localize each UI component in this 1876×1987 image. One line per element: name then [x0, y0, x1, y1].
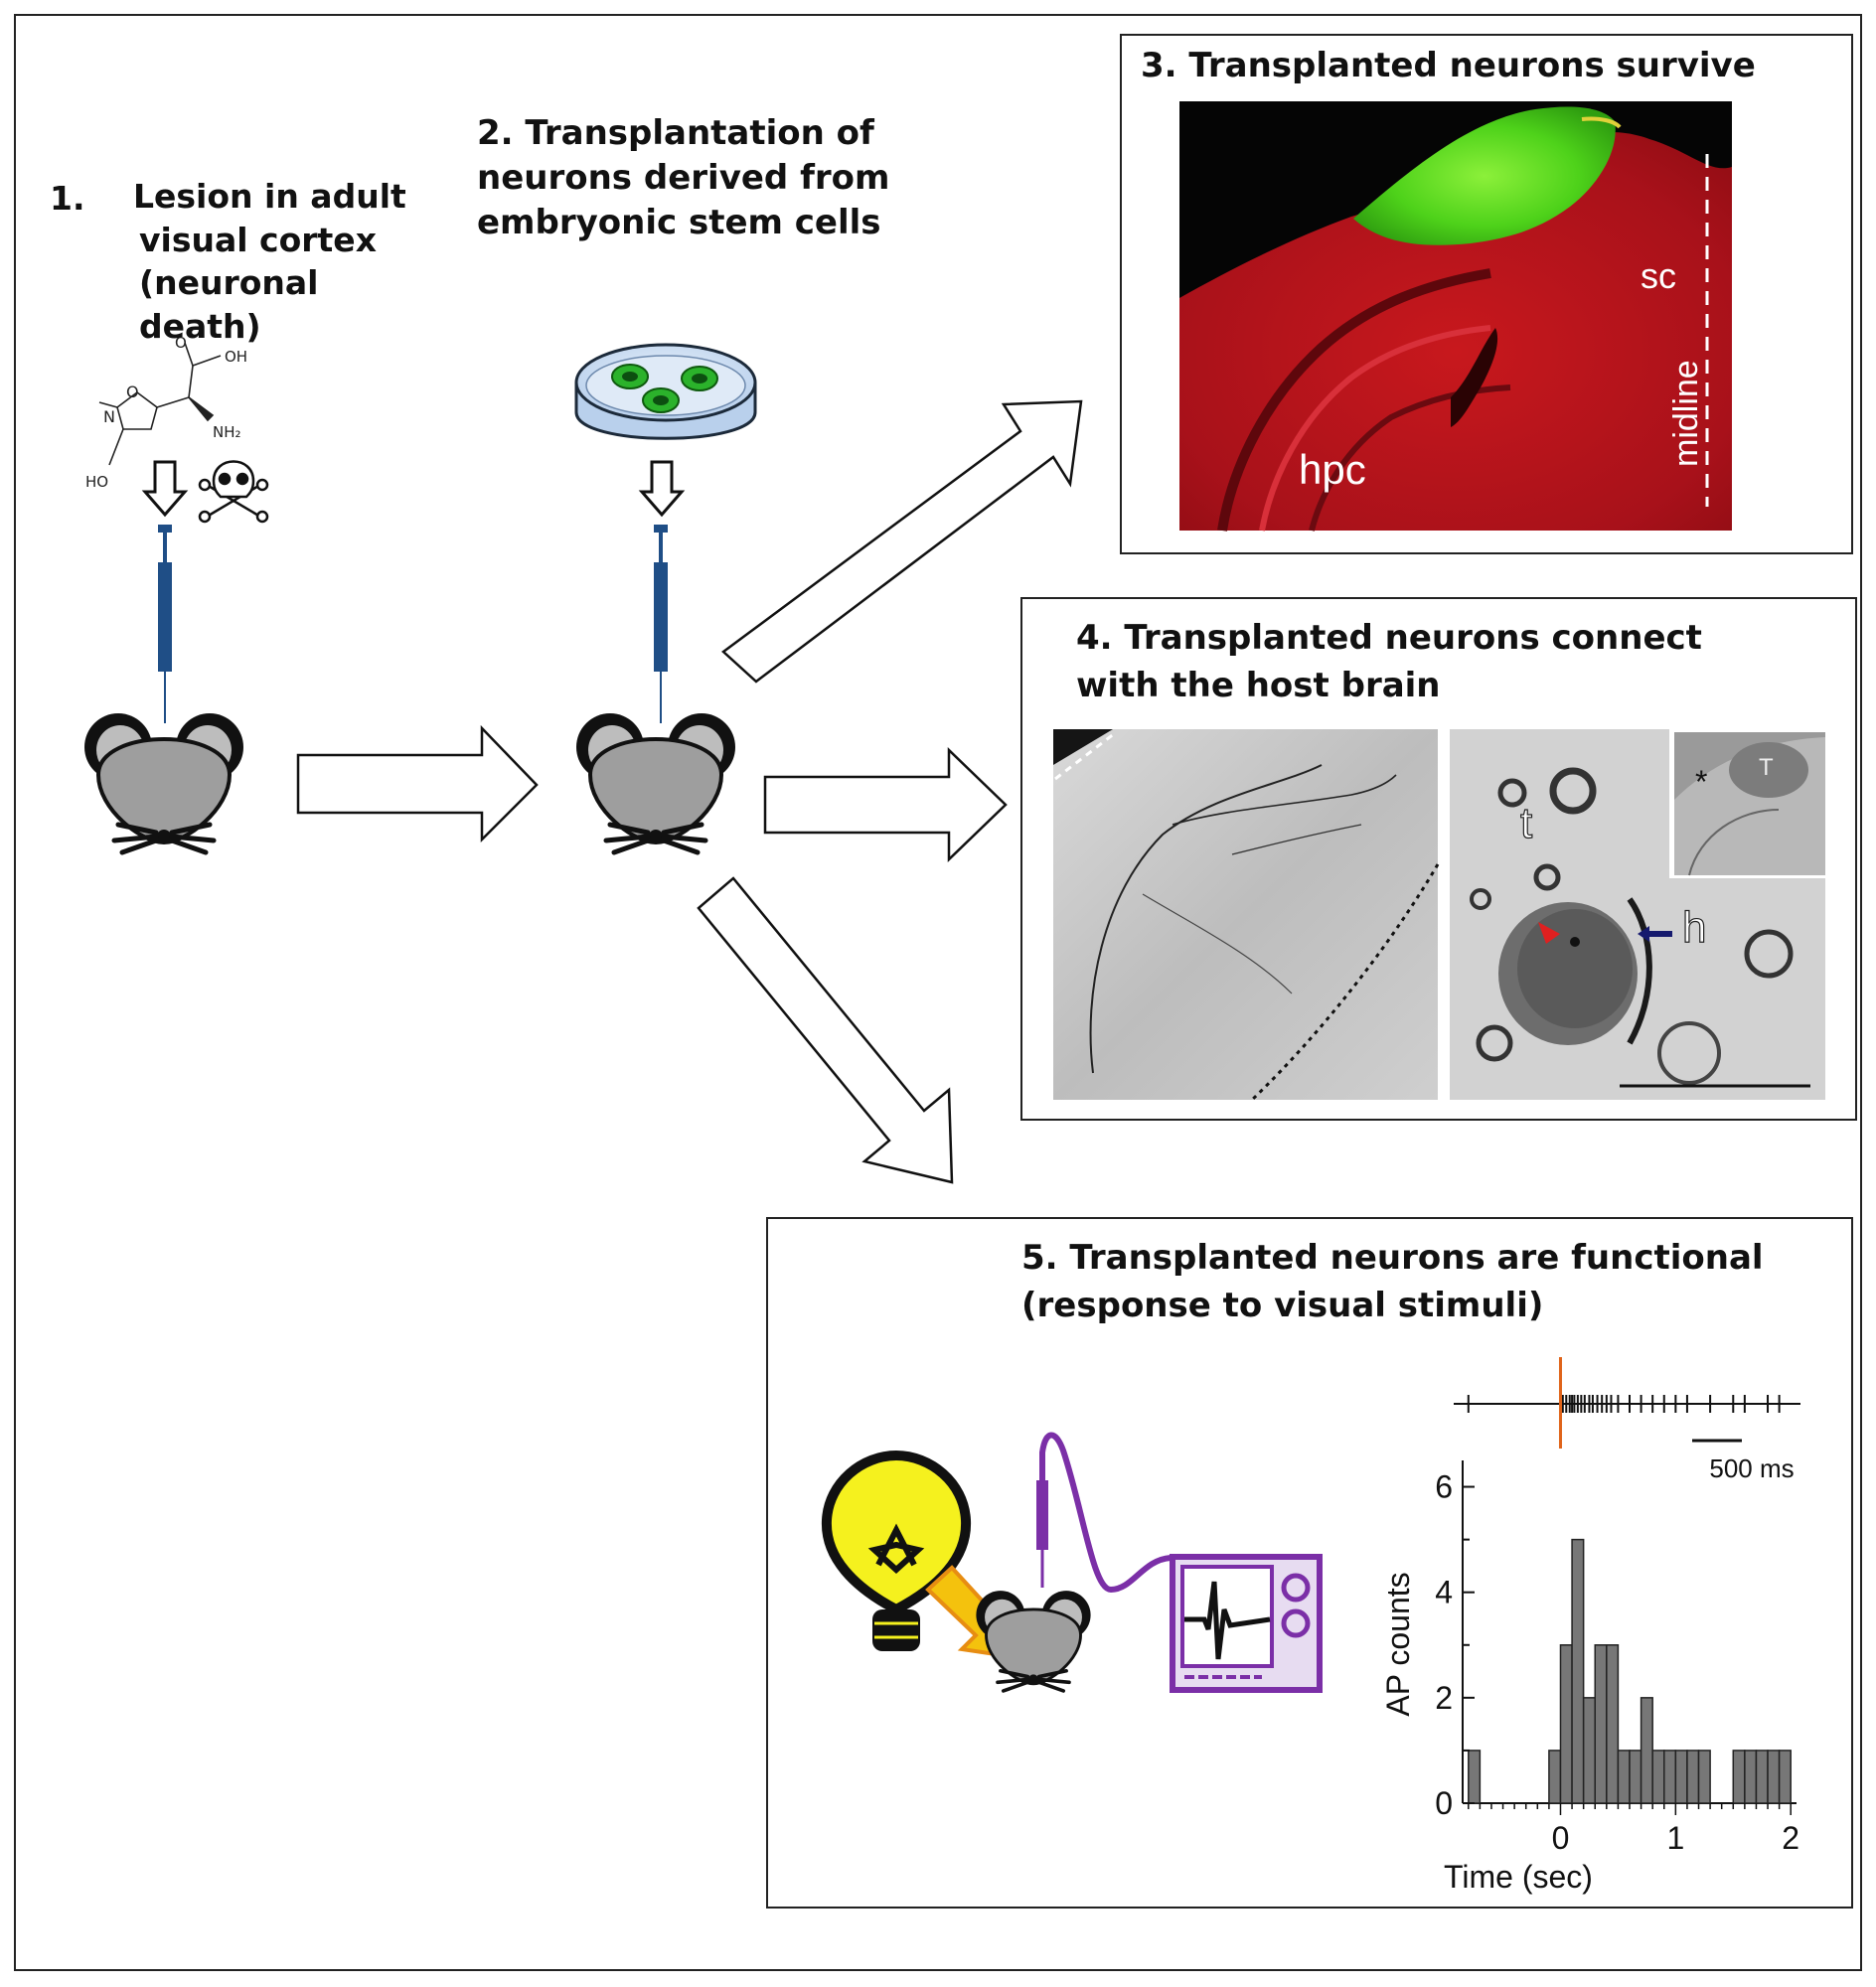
fluorescence-image	[1179, 101, 1732, 532]
histogram-bar	[1697, 1750, 1711, 1804]
step2-text: 2. Transplantation of neurons derived fr…	[477, 111, 890, 245]
histogram-bar	[1674, 1750, 1688, 1804]
step1-line-3: (neuronal	[139, 263, 319, 303]
panel-5-title-line-1: 5. Transplanted neurons are functional	[1021, 1238, 1764, 1278]
histogram-bar	[1594, 1644, 1608, 1804]
histogram-bar	[1732, 1750, 1746, 1804]
histogram-bar	[1686, 1750, 1700, 1804]
step2-line-3: embryonic stem cells	[477, 202, 881, 242]
histogram-bar	[1663, 1750, 1677, 1804]
atom-oh: OH	[225, 348, 247, 366]
ibotenic-acid-structure	[98, 342, 222, 466]
step1-graphic: O N HO NH₂ OH O	[84, 334, 269, 852]
y-tick-label: 6	[1435, 1469, 1453, 1505]
histogram-bar	[1468, 1750, 1482, 1804]
arrow-to-panel-4	[763, 747, 1008, 862]
step1-text: Lesion in adult visual cortex (neuronal …	[133, 175, 406, 348]
step2-graphic	[576, 343, 757, 852]
panel-4-title-line-2: with the host brain	[1076, 666, 1441, 706]
atom-o: O	[126, 382, 139, 401]
histogram-bar	[1767, 1750, 1781, 1804]
outer-frame	[14, 14, 1862, 1971]
histogram-bar	[1559, 1644, 1573, 1804]
histogram-bar	[1651, 1750, 1665, 1804]
y-tick-label: 4	[1435, 1575, 1453, 1610]
x-axis-label: Time (sec)	[1444, 1859, 1593, 1895]
ap-histogram: 0 2 4 6 0 1 2	[1435, 1460, 1799, 1856]
panel-3-title-text: 3. Transplanted neurons survive	[1141, 46, 1756, 85]
histogram-bar	[1606, 1644, 1620, 1804]
histogram-bar	[1778, 1750, 1792, 1804]
atom-n: N	[103, 407, 115, 426]
label-midline: midline	[1667, 360, 1705, 467]
step1-number: 1.	[50, 179, 85, 218]
panel-5-title-line-2: (response to visual stimuli)	[1021, 1286, 1544, 1326]
syringe-2	[654, 525, 668, 723]
spike-raster	[1454, 1357, 1800, 1449]
oscilloscope-icon	[1170, 1554, 1323, 1693]
step1-line-1: Lesion in adult	[133, 177, 406, 216]
label-sc: sc	[1641, 255, 1676, 296]
x-tick-label: 2	[1782, 1820, 1799, 1856]
syringe-1	[158, 525, 172, 723]
y-tick-label: 0	[1435, 1785, 1453, 1821]
panel-4-title-line-1: 4. Transplanted neurons connect	[1076, 618, 1702, 658]
x-tick-label: 1	[1666, 1820, 1684, 1856]
label-h: h	[1682, 903, 1706, 952]
panel-3-title: 3. Transplanted neurons survive	[1141, 42, 1756, 89]
x-tick-label: 0	[1552, 1820, 1570, 1856]
histogram-bar	[1755, 1750, 1769, 1804]
histogram-bar	[1548, 1750, 1562, 1804]
arrow-to-panel-5	[697, 876, 954, 1184]
histogram-bar	[1571, 1538, 1585, 1804]
histogram-bar	[1744, 1750, 1758, 1804]
histogram-bar	[1582, 1697, 1596, 1804]
stem-cell-icons	[611, 364, 718, 413]
inset-brain-image	[1669, 729, 1825, 878]
arrow-step1-to-step2	[296, 724, 539, 843]
panel-5-title: 5. Transplanted neurons are functional (…	[1021, 1234, 1764, 1330]
label-hpc: hpc	[1299, 446, 1366, 493]
atom-nh2: NH₂	[213, 423, 241, 441]
arrow-to-panel-3	[721, 399, 1083, 684]
histogram-bar	[1640, 1697, 1653, 1804]
scale-bar-label: 500 ms	[1709, 1453, 1794, 1483]
panel-4-title: 4. Transplanted neurons connect with the…	[1076, 614, 1702, 710]
y-axis-label: AP counts	[1380, 1572, 1416, 1716]
axon-micrograph	[1053, 729, 1440, 1102]
histogram-bar	[1617, 1750, 1631, 1804]
skull-crossbones-icon	[198, 460, 269, 524]
step1-line-2: visual cortex	[139, 220, 377, 259]
label-T: T	[1759, 754, 1774, 781]
inject-arrow-2	[638, 460, 686, 518]
atom-o-carbonyl: O	[175, 334, 187, 352]
mouse-2	[576, 713, 735, 852]
step2-line-1: 2. Transplantation of	[477, 113, 874, 153]
inject-arrow-1	[141, 460, 189, 518]
atom-ho: HO	[85, 473, 108, 491]
light-bulb-icon	[821, 1450, 972, 1651]
label-t: t	[1520, 799, 1532, 847]
step1-line-4: death)	[139, 306, 261, 346]
step2-line-2: neurons derived from	[477, 157, 890, 198]
mouse-1	[84, 713, 243, 852]
recording-electrode	[1036, 1432, 1172, 1594]
label-asterisk: *	[1695, 764, 1707, 800]
y-tick-label: 2	[1435, 1680, 1453, 1716]
histogram-bar	[1629, 1750, 1642, 1804]
